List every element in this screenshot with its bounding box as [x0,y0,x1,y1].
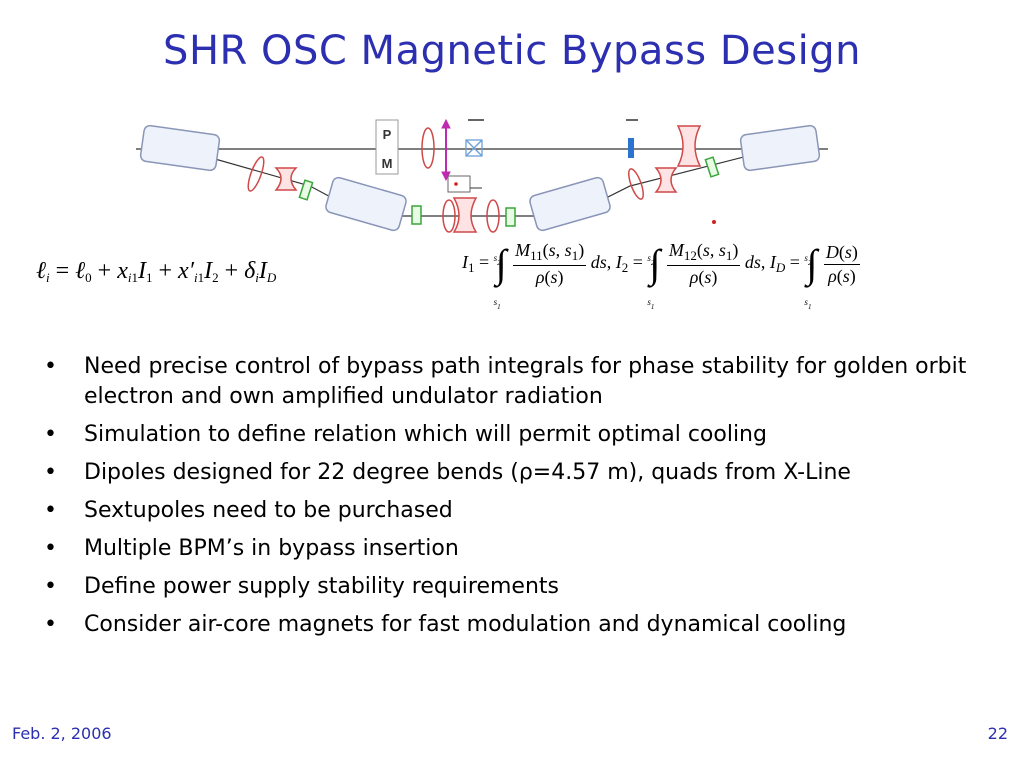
dipole-magnet [529,176,611,232]
footer-date: Feb. 2, 2006 [12,724,112,743]
pm-label-p: P [383,127,392,142]
quadrupole-defocusing [274,125,702,233]
bullet-item: •Simulation to define relation which wil… [44,422,767,447]
bpm-marker [628,138,634,158]
red-marker-dot [712,220,716,224]
pm-label-m: M [382,156,393,171]
quadrupole-focusing [247,127,644,233]
bullet-list: •Need precise control of bypass path int… [38,352,1008,648]
dipole-magnet [325,176,407,232]
bullet-item: •Define power supply stability requireme… [44,574,559,599]
kicker-arrow [441,118,451,182]
page-number: 22 [987,724,1008,743]
sextupole-magnet [298,156,720,227]
dipole-magnet [739,124,821,172]
bullet-item: •Multiple BPM’s in bypass insertion [44,536,459,561]
dipole-magnet [139,124,221,172]
pm-box [375,119,399,175]
detector-box [447,175,482,193]
bullet-item: •Dipoles designed for 22 degree bends (ρ… [44,460,851,485]
bullet-item: •Need precise control of bypass path int… [44,354,967,409]
bullet-item: •Sextupoles need to be purchased [44,498,453,523]
bypass-lattice-diagram: P M [136,118,828,233]
path-length-equation: ℓi = ℓ0 + xi1I1 + x′i1I2 + δiID [36,258,277,285]
bpm-crossed-box [465,139,483,157]
slide-title: SHR OSC Magnetic Bypass Design [163,28,861,74]
bullet-item: •Consider air-core magnets for fast modu… [44,612,847,637]
